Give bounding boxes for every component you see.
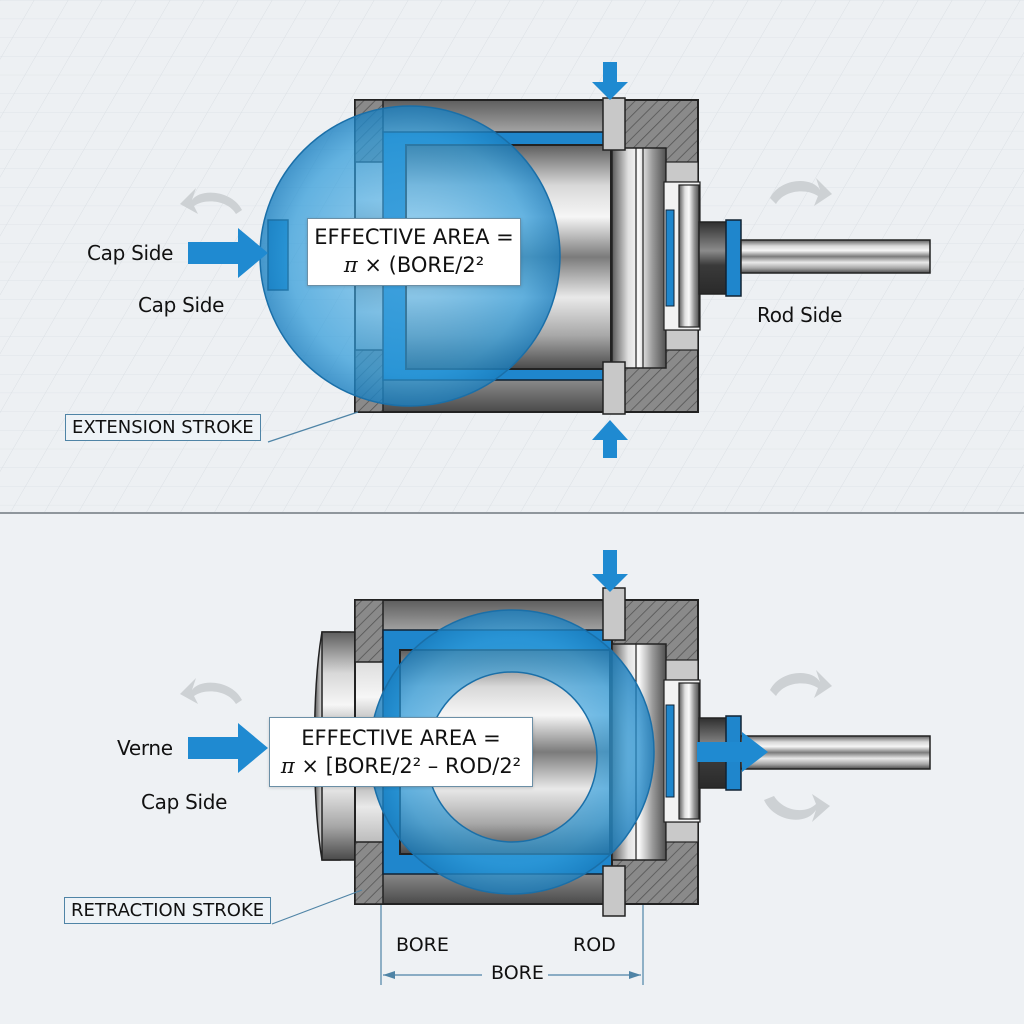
rotate-arrow-right-icon [770, 670, 832, 698]
piston-rod [740, 239, 931, 274]
extension-stroke-label: EXTENSION STROKE [65, 414, 261, 441]
formula-line-1: EFFECTIVE AREA = [314, 225, 514, 249]
pi-symbol: π [343, 253, 358, 277]
extension-formula-box: EFFECTIVE AREA = π × (BORE/2² [307, 218, 521, 286]
annular-effective-area [369, 609, 655, 895]
dimension-arrowhead-left [383, 971, 395, 979]
rod-dimension-label: ROD [573, 934, 616, 956]
rotate-arrow-right-icon [770, 178, 832, 206]
pi-symbol: π [280, 754, 295, 778]
cap-side-label: Cap Side [87, 241, 174, 265]
verne-label: Verne [117, 736, 173, 760]
rotate-arrow-left-icon [180, 188, 242, 214]
dimension-arrowhead-right [629, 971, 641, 979]
rotate-arrow-down-right-icon [764, 794, 830, 822]
cap-side-label-secondary: Cap Side [138, 293, 225, 317]
pressure-arrow-down-icon [592, 550, 628, 592]
formula-expression: × [BORE/2² – ROD/2² [294, 754, 522, 778]
retraction-formula-box: EFFECTIVE AREA = π × [BORE/2² – ROD/2² [269, 717, 533, 787]
rod-collar [698, 221, 730, 295]
retraction-stroke-label: RETRACTION STROKE [64, 897, 272, 924]
retraction-leader-line [271, 889, 363, 925]
cap-side-label: Cap Side [141, 790, 228, 814]
rotate-arrow-left-icon [180, 678, 242, 704]
gland-bearing [611, 147, 667, 369]
formula-expression: × (BORE/2² [357, 253, 485, 277]
formula-line-2: π × (BORE/2² [308, 251, 520, 279]
rod-side-label: Rod Side [757, 303, 843, 327]
cap-flow-arrow-icon [188, 228, 268, 278]
piston-rod [740, 735, 931, 770]
bore-inner-label: BORE [396, 934, 449, 956]
rod-flow-arrow-icon [697, 732, 768, 772]
formula-line-1: EFFECTIVE AREA = [301, 726, 501, 750]
cap-flow-arrow-icon [188, 723, 268, 773]
formula-line-2: π × [BORE/2² – ROD/2² [270, 752, 532, 780]
extension-leader-line [267, 411, 359, 443]
bore-span-label: BORE [491, 962, 544, 984]
top-port-slot [602, 97, 626, 151]
pressure-arrow-up-icon [592, 420, 628, 458]
pressure-arrow-down-icon [592, 62, 628, 100]
rod-seal [725, 219, 742, 297]
bottom-port-slot [602, 361, 626, 415]
